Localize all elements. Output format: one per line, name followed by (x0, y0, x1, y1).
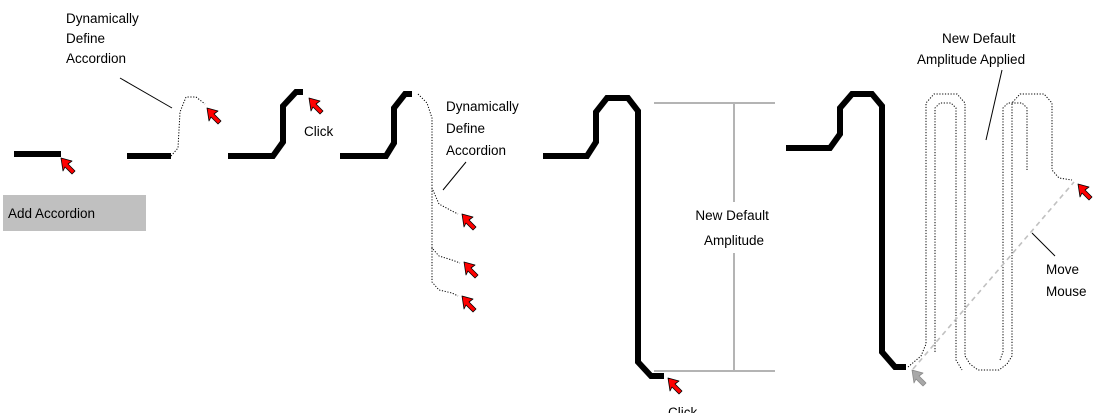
label-new-default-amplitude: New Default Amplitude (695, 208, 772, 248)
label-line: New Default (942, 31, 1016, 46)
label-line: Dynamically (446, 99, 519, 114)
dotted-accordion-preview (170, 96, 206, 157)
leader-line (119, 77, 173, 109)
leader-line (985, 69, 1003, 141)
step-1-group: Add Accordion (3, 151, 146, 231)
cursor-icon (667, 377, 683, 395)
label-line: Dynamically (66, 11, 139, 26)
label-dynamically-define-2: Dynamically Define Accordion (446, 99, 523, 158)
label-line: Accordion (66, 51, 126, 66)
step-3-group: Click (228, 89, 333, 159)
label-move-mouse: Move Mouse (1046, 262, 1087, 299)
leader-line (1031, 232, 1056, 257)
label-line: Accordion (446, 143, 506, 158)
cursor-icon (463, 261, 479, 279)
label-line: Mouse (1046, 284, 1087, 299)
label-line: Define (446, 121, 485, 136)
dotted-accordion-inner (934, 102, 1028, 371)
ghost-cursor-icon (911, 369, 927, 387)
label-line: Amplitude (704, 233, 764, 248)
cursor-icon (206, 107, 222, 125)
step-4-group: Dynamically Define Accordion (340, 91, 523, 313)
trace-accordion (543, 95, 664, 379)
trace-accordion (228, 89, 303, 159)
trace-accordion (786, 91, 906, 370)
step-6-group: New Default Amplitude Applied Move Mouse (786, 31, 1093, 387)
cursor-icon (1077, 183, 1093, 201)
label-new-default-amplitude-applied: New Default Amplitude Applied (917, 31, 1025, 67)
leader-line (442, 161, 467, 191)
add-accordion-button-bg (3, 195, 146, 231)
add-accordion-label: Add Accordion (8, 206, 95, 221)
cursor-icon (461, 213, 477, 231)
add-accordion-button[interactable]: Add Accordion (3, 195, 146, 231)
trace-accordion (340, 91, 412, 159)
label-click-2: Click (668, 405, 697, 413)
label-line: Amplitude Applied (917, 52, 1025, 67)
step-2-group: Dynamically Define Accordion (66, 11, 222, 159)
dotted-accordion-hairpin (907, 93, 1073, 371)
label-line: Define (66, 31, 105, 46)
label-line: Move (1046, 262, 1079, 277)
amplitude-bracket (654, 102, 775, 372)
cursor-icon (308, 97, 324, 115)
label-dynamically-define-1: Dynamically Define Accordion (66, 11, 143, 66)
cursor-icon (461, 295, 477, 313)
cursor-icon (60, 157, 76, 175)
label-line: New Default (695, 208, 769, 223)
step-5-group: Click New Default Amplitude (543, 95, 775, 413)
dotted-accordion-preview (417, 93, 461, 297)
label-click-1: Click (304, 124, 333, 139)
